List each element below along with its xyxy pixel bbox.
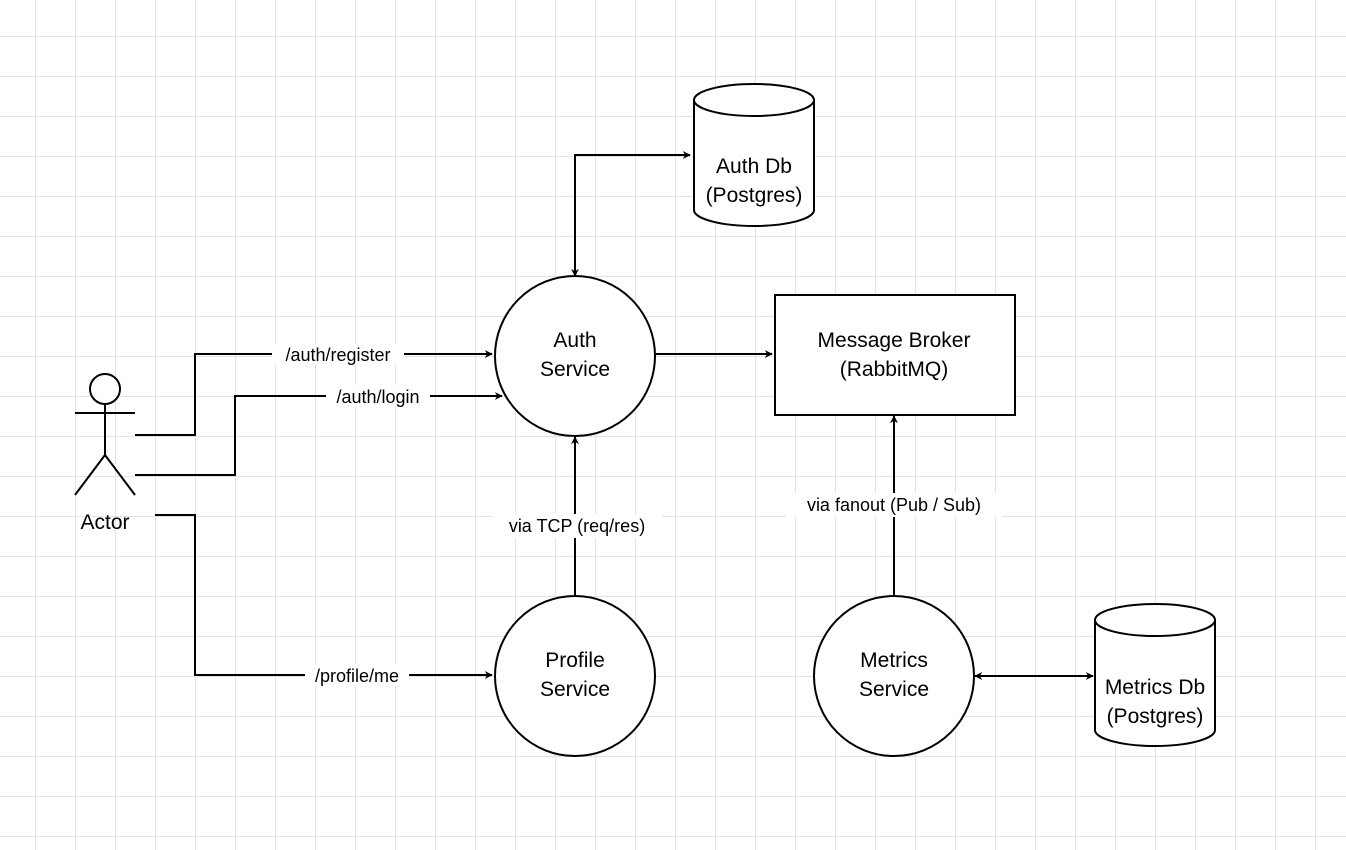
- metrics-db-subtitle: (Postgres): [1107, 705, 1204, 728]
- login-label: /auth/login: [336, 387, 419, 407]
- edge-profile-me[interactable]: /profile/me: [155, 514, 493, 686]
- metrics-service[interactable]: Metrics Service: [813, 595, 975, 757]
- edge-auth-to-db: [571, 151, 691, 277]
- auth-db-title: Auth Db: [716, 155, 792, 178]
- tcp-label: via TCP (req/res): [509, 516, 645, 536]
- edge-login[interactable]: /auth/login: [135, 385, 503, 476]
- auth-service-subtitle: Service: [540, 358, 610, 381]
- actor-figure-icon: [74, 373, 136, 496]
- metrics-service-subtitle: Service: [859, 678, 929, 701]
- actor-label: Actor: [80, 511, 129, 534]
- database-cylinder-icon: [693, 83, 815, 227]
- metrics-db-title: Metrics Db: [1105, 676, 1205, 699]
- edge-register[interactable]: /auth/register: [135, 343, 493, 436]
- auth-db[interactable]: Auth Db (Postgres): [693, 83, 815, 227]
- auth-service-circle: [494, 275, 656, 437]
- message-broker[interactable]: Message Broker (RabbitMQ): [774, 294, 1016, 416]
- message-broker-box: [774, 294, 1016, 416]
- profile-service-subtitle: Service: [540, 678, 610, 701]
- profile-service[interactable]: Profile Service: [494, 595, 656, 757]
- profile-me-label: /profile/me: [315, 666, 399, 686]
- metrics-service-circle: [813, 595, 975, 757]
- auth-db-subtitle: (Postgres): [706, 184, 803, 207]
- edge-tcp[interactable]: via TCP (req/res): [492, 436, 662, 596]
- database-cylinder-icon: [1094, 603, 1216, 747]
- auth-service-title: Auth: [553, 329, 596, 352]
- metrics-db[interactable]: Metrics Db (Postgres): [1094, 603, 1216, 747]
- profile-service-circle: [494, 595, 656, 757]
- edge-fanout[interactable]: via fanout (Pub / Sub): [786, 415, 1002, 596]
- actor[interactable]: Actor: [74, 373, 136, 534]
- fanout-label: via fanout (Pub / Sub): [807, 495, 981, 515]
- metrics-service-title: Metrics: [860, 649, 928, 672]
- message-broker-title: Message Broker: [818, 329, 971, 352]
- profile-service-title: Profile: [545, 649, 605, 672]
- register-label: /auth/register: [285, 345, 390, 365]
- message-broker-subtitle: (RabbitMQ): [840, 358, 949, 381]
- auth-service[interactable]: Auth Service: [494, 275, 656, 437]
